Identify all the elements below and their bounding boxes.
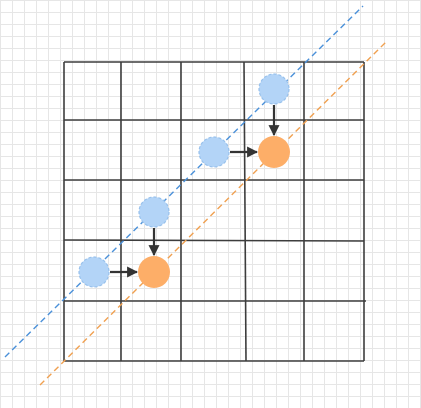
orange-circle-2 <box>138 256 170 288</box>
circles-layer <box>78 73 290 288</box>
blue-circle-3 <box>138 196 170 228</box>
orange-circle-1 <box>258 136 290 168</box>
orange-diagonal-line <box>39 39 389 386</box>
grid-board <box>63 61 366 362</box>
blue-circle-4 <box>78 256 110 288</box>
board-vertical-line <box>243 61 247 362</box>
diagonal-lines <box>4 5 389 386</box>
arrows-layer <box>110 105 280 278</box>
blue-circle-1 <box>258 73 290 105</box>
blue-diagonal-line <box>4 5 364 358</box>
blue-circle-2 <box>198 136 230 168</box>
board-horizontal-line <box>63 239 365 242</box>
